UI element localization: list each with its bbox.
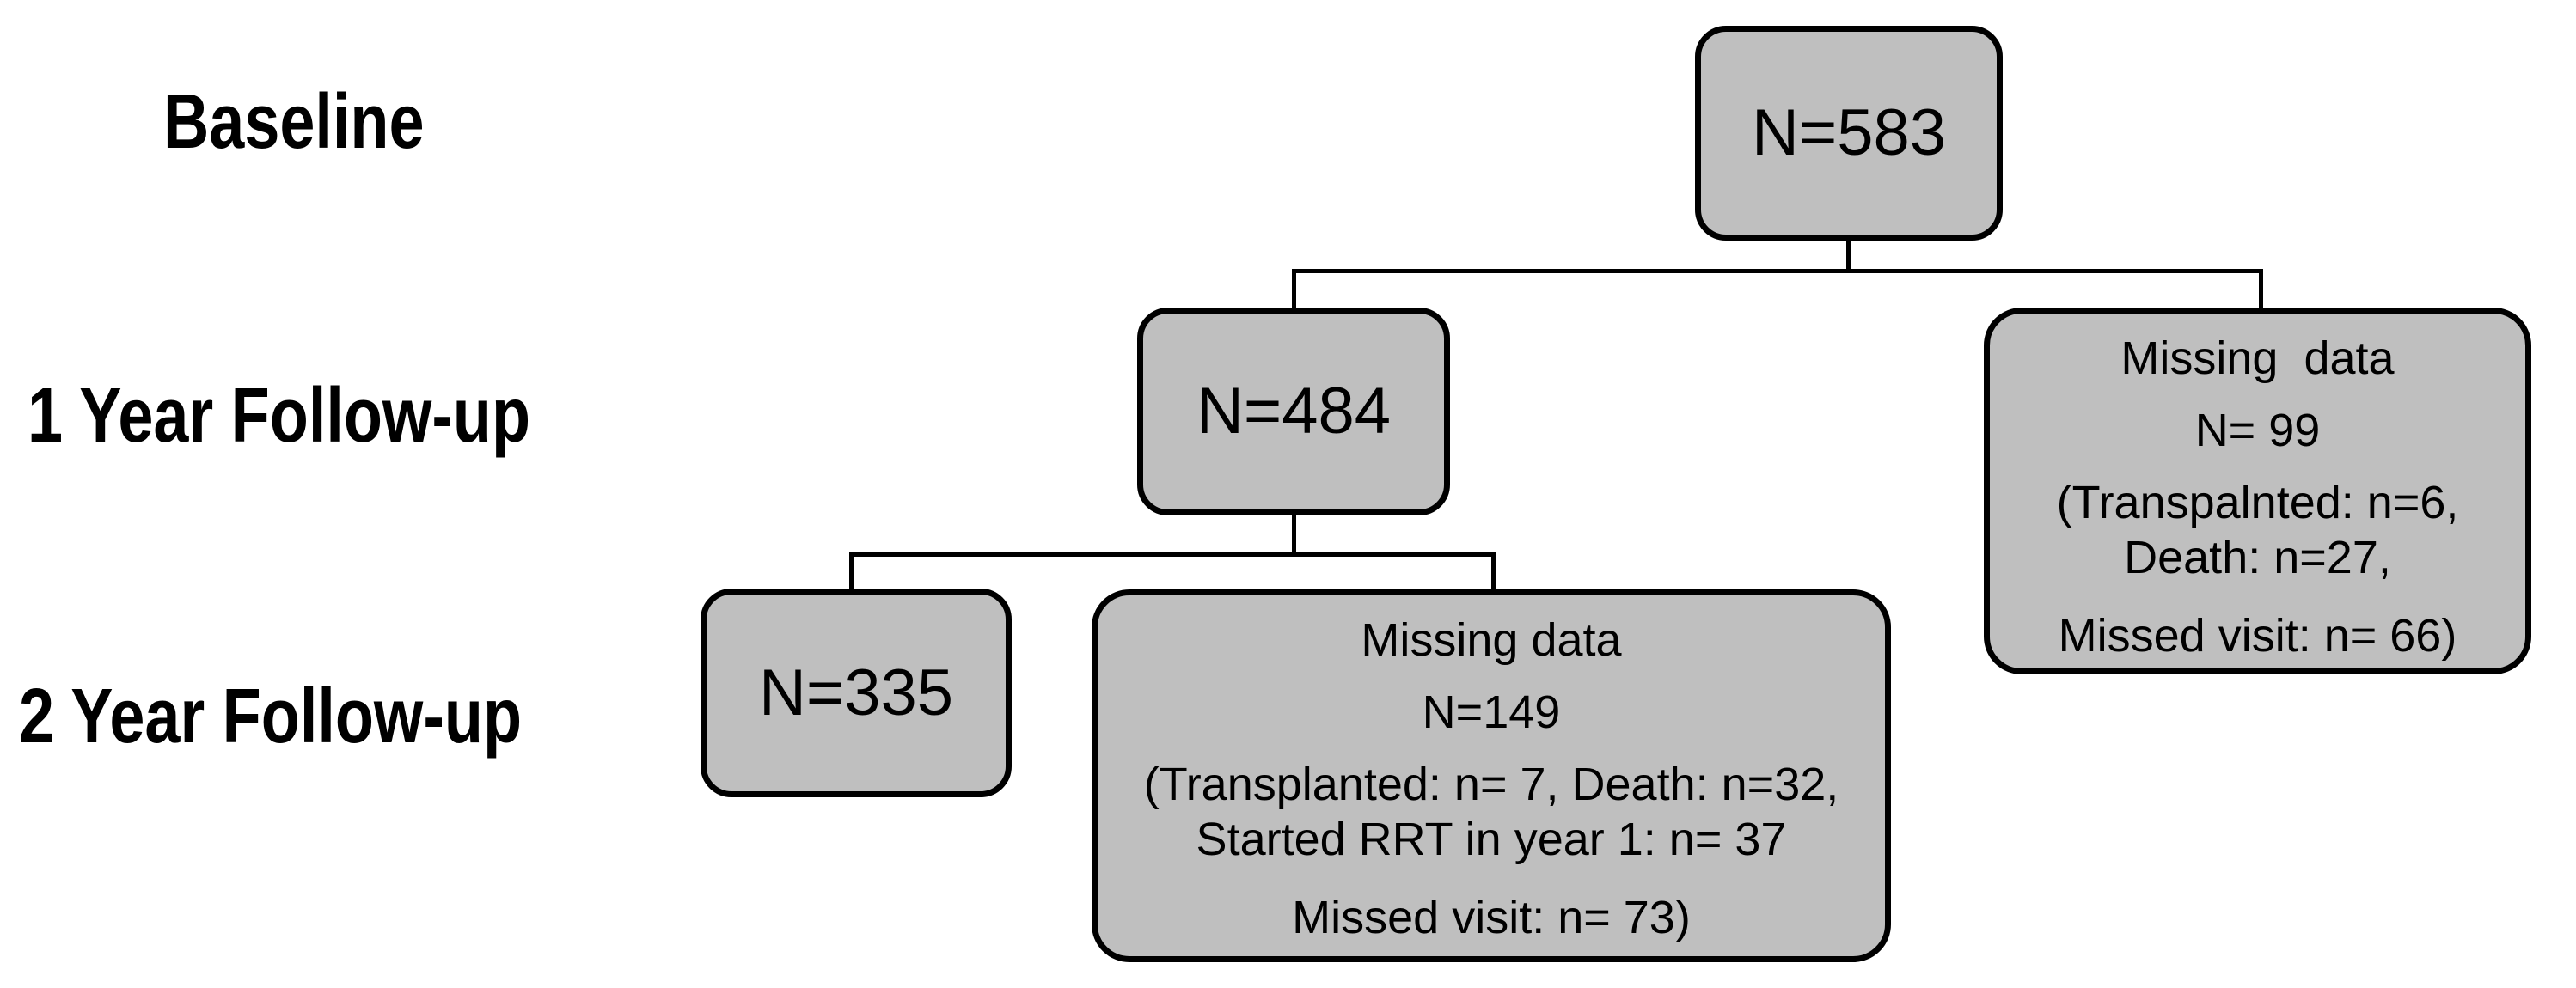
year1-missing-missed-visit: Missed visit: n= 66) bbox=[2058, 610, 2457, 662]
row-label-baseline: Baseline bbox=[163, 79, 425, 165]
node-year1-total-label: N=484 bbox=[1196, 375, 1392, 448]
node-year1-total: N=484 bbox=[1137, 308, 1450, 515]
connector-to-year2-missing bbox=[1491, 555, 1496, 592]
row-label-2-year-follow-up: 2 Year Follow-up bbox=[19, 674, 523, 759]
node-baseline-total-label: N=583 bbox=[1751, 96, 1947, 169]
year2-missing-breakdown: (Transplanted: n= 7, Death: n=32, Starte… bbox=[1143, 759, 1839, 865]
connector-to-n484 bbox=[1292, 271, 1296, 311]
connector-year1-horizontal bbox=[1292, 269, 2263, 273]
node-year1-missing-data: Missing data N= 99 (Transpalnted: n=6, D… bbox=[1984, 308, 2531, 674]
year2-missing-title: Missing data bbox=[1361, 614, 1622, 666]
connector-year2-horizontal bbox=[849, 552, 1496, 557]
year2-missing-missed-visit: Missed visit: n= 73) bbox=[1292, 892, 1691, 943]
year2-missing-n: N=149 bbox=[1422, 686, 1561, 738]
year1-missing-n: N= 99 bbox=[2194, 405, 2321, 456]
connector-baseline-down bbox=[1846, 241, 1851, 271]
node-year2-missing-data: Missing data N=149 (Transplanted: n= 7, … bbox=[1092, 589, 1891, 962]
year1-missing-breakdown: (Transpalnted: n=6, Death: n=27, bbox=[2056, 477, 2459, 583]
node-year2-total-label: N=335 bbox=[758, 656, 954, 729]
node-year2-total: N=335 bbox=[701, 589, 1012, 797]
connector-to-n335 bbox=[849, 555, 854, 591]
node-baseline-total: N=583 bbox=[1695, 26, 2003, 241]
connector-n484-down bbox=[1292, 514, 1296, 555]
connector-to-year1-missing bbox=[2259, 271, 2263, 311]
row-label-1-year-follow-up: 1 Year Follow-up bbox=[28, 373, 531, 459]
year1-missing-title: Missing data bbox=[2120, 332, 2395, 384]
